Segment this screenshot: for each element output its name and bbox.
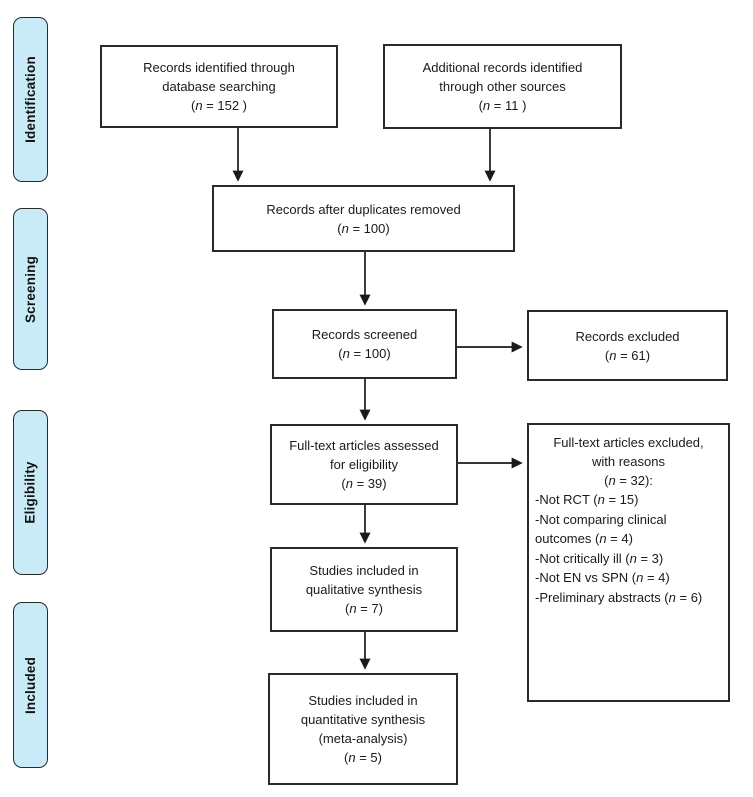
stage-eligibility: Eligibility (13, 410, 48, 575)
stage-eligibility-label: Eligibility (23, 461, 38, 524)
text-line: quantitative synthesis (300, 712, 426, 727)
text-line: database searching (162, 79, 276, 94)
stage-identification: Identification (13, 17, 48, 182)
stage-included: Included (13, 602, 48, 768)
text-line: (n = 32): (604, 473, 653, 488)
text-line: qualitative synthesis (305, 582, 423, 597)
box-records-screened: Records screened (n = 100) (272, 309, 457, 379)
text-line: with reasons (592, 454, 665, 469)
text-line: (n = 7) (345, 601, 383, 616)
text-line: (n = 61) (604, 347, 651, 363)
text-line: Studies included in (309, 563, 419, 578)
text-line: (n = 100) (338, 346, 391, 361)
text-line: Records excluded (575, 328, 680, 344)
text-line: Records screened (311, 327, 418, 342)
stage-included-label: Included (23, 656, 39, 714)
text-line: (n = 39) (341, 476, 387, 491)
text-line: Full-text articles assessed (289, 438, 439, 453)
text-line: (n = 100) (337, 220, 390, 236)
box-qualitative-synthesis: Studies included in qualitative synthesis… (270, 547, 458, 632)
text-line: (n = 11 ) (478, 98, 527, 113)
stage-identification-label: Identification (23, 56, 38, 143)
text-line: -Not comparing clinical outcomes (n = 4) (535, 511, 667, 547)
text-line: for eligibility (330, 457, 398, 472)
text-line: -Not EN vs SPN (n = 4) (535, 570, 670, 585)
box-fulltext-assessed: Full-text articles assessed for eligibili… (270, 424, 458, 505)
text-line: -Not critically ill (n = 3) (535, 550, 664, 566)
stage-screening: Screening (13, 208, 48, 370)
box-duplicates-removed: Records after duplicates removed (n = 100… (212, 185, 515, 252)
box-additional-records: Additional records identified through oth… (383, 44, 622, 129)
text-line: -Not RCT (n = 15) (535, 492, 639, 507)
box-quantitative-synthesis: Studies included in quantitative synthesi… (268, 673, 458, 785)
text-line: Full-text articles excluded, (553, 435, 704, 450)
text-line: Additional records identified (422, 60, 583, 75)
text-line: -Preliminary abstracts (n = 6) (535, 589, 703, 605)
fulltext-excluded-reasons: -Not RCT (n = 15) -Not comparing clinical… (535, 490, 722, 607)
box-records-excluded: Records excluded (n = 61) (527, 310, 728, 381)
text-line: (meta-analysis) (318, 731, 408, 746)
text-line: Studies included in (308, 693, 418, 708)
text-line: (n = 152 ) (190, 98, 248, 113)
text-line: through other sources (439, 79, 566, 94)
box-records-identified: Records identified through database searc… (100, 45, 338, 128)
text-line: Records identified through (143, 60, 295, 75)
fulltext-excluded-heading: Full-text articles excluded, with reasons… (535, 433, 722, 490)
text-line: (n = 5) (344, 750, 382, 765)
text-line: Records after duplicates removed (266, 201, 461, 217)
box-fulltext-excluded: Full-text articles excluded, with reasons… (527, 423, 730, 702)
stage-screening-label: Screening (23, 255, 39, 323)
